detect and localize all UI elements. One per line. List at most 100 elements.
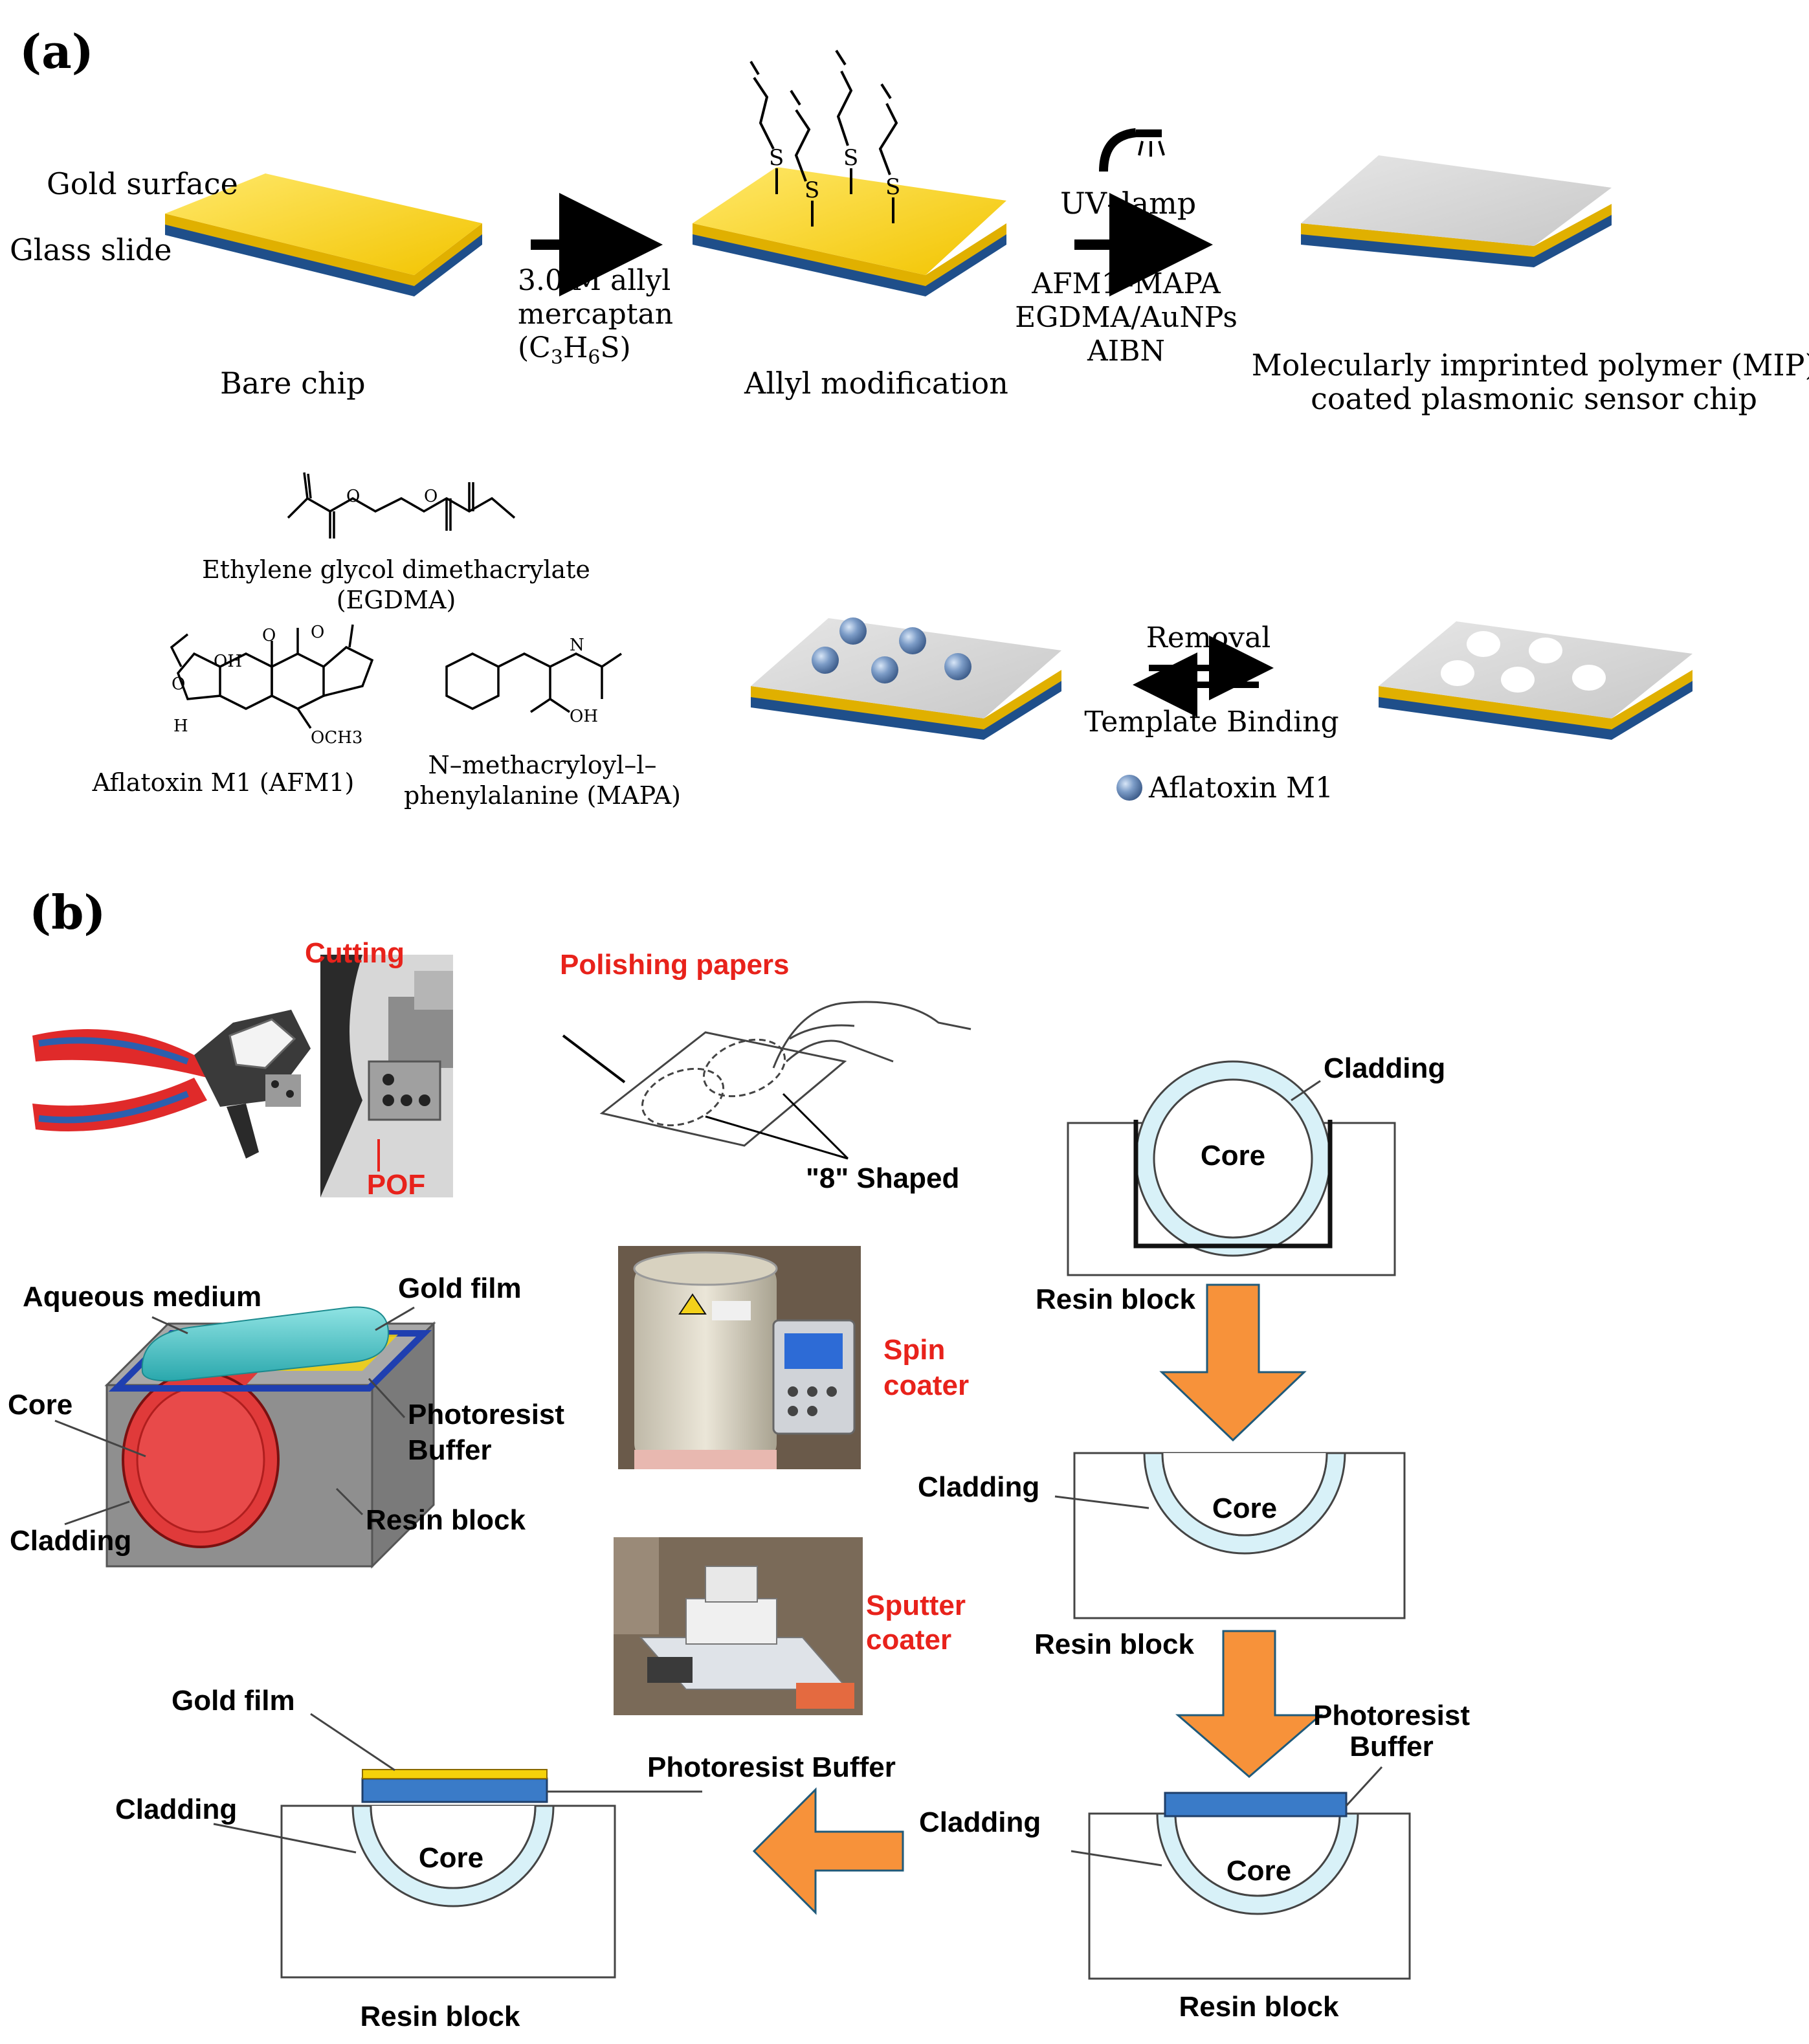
core-label-3: Core: [1226, 1855, 1291, 1887]
egdma-name-label: Ethylene glycol dimethacrylate: [202, 555, 590, 584]
cladding-pointer-3: [1071, 1850, 1162, 1867]
fiber-core: [370, 1805, 537, 1889]
mapa-oh-atom: OH: [570, 707, 598, 726]
sputter-coater-photo: [614, 1537, 863, 1715]
photoresist-label-3d: Photoresist: [408, 1399, 564, 1430]
gold-film-label: Gold film: [398, 1272, 522, 1304]
sulfur-atom-2: S: [805, 177, 819, 203]
spin-coater-photo: [618, 1246, 861, 1469]
glass-layer: [751, 680, 1061, 740]
gold-film-pointer: [310, 1713, 395, 1772]
sensor-3d-block: [104, 1306, 436, 1569]
gold-layer-top: [165, 173, 482, 275]
gold-layer-top: [693, 167, 1006, 275]
mip-chip: [1301, 155, 1612, 267]
imprint-cavity: [1572, 665, 1606, 691]
mapa-line1: N–methacryloyl–l–: [428, 751, 657, 779]
cladding-pointer-1: [1291, 1080, 1321, 1102]
cladding-pointer-3d: [64, 1500, 130, 1526]
fiber-core-end: [136, 1386, 265, 1533]
cross-section-2: [1073, 1452, 1406, 1619]
resin-block-label-3d: Resin block: [366, 1504, 526, 1536]
fiber-core: [1161, 1452, 1328, 1537]
mip-line1: Molecularly imprinted polymer (MIP): [1252, 348, 1809, 383]
afm1-legend-label: Aflatoxin M1: [1148, 772, 1333, 805]
mapa-n-atom: N: [570, 636, 584, 655]
buffer-pointer-3: [1345, 1766, 1383, 1807]
fiber-core: [1153, 1078, 1313, 1239]
core-label-1: Core: [1201, 1140, 1265, 1172]
resin-block-label-1: Resin block: [1036, 1283, 1195, 1315]
spin-label: Spin: [883, 1334, 945, 1366]
core-pointer-3d: [54, 1419, 146, 1458]
panel-a-label: (a): [19, 24, 94, 79]
gold-film-pointer-3d: [375, 1306, 415, 1331]
afm1-oh-atom: OH: [214, 652, 242, 671]
gold-film-layer: [362, 1769, 548, 1779]
resin-block-label-3: Resin block: [1179, 1991, 1339, 2023]
resin-pointer-3d: [335, 1487, 364, 1516]
afm1-molecule: [899, 627, 926, 654]
allyl-modification-label: Allyl modification: [744, 366, 1008, 401]
cladding-label-1: Cladding: [1324, 1052, 1445, 1084]
template-binding-label: Template Binding: [1084, 705, 1338, 739]
imprint-cavity: [1529, 638, 1562, 663]
polishing-papers-label: Polishing papers: [560, 949, 790, 981]
polish-groove: [1133, 1120, 1333, 1249]
core-label-final: Core: [419, 1842, 483, 1874]
step1-line1: 3.0 M allyl: [518, 264, 671, 297]
aqueous-medium-label: Aqueous medium: [23, 1281, 261, 1313]
glass-layer: [1301, 214, 1612, 267]
step2-line2: EGDMA/AuNPs: [1015, 301, 1237, 334]
resin-block-label-final: Resin block: [361, 2001, 520, 2032]
glass-layer: [1379, 680, 1692, 740]
fiber-core: [1174, 1813, 1341, 1897]
afm1-molecule: [812, 647, 839, 674]
polishing-papers-drawing: [562, 1001, 971, 1160]
cladding-label-final: Cladding: [115, 1794, 237, 1825]
afm1-o-atom-3: O: [172, 674, 185, 694]
imprint-cavity: [1441, 660, 1474, 686]
afm1-o-atom-1: O: [262, 626, 276, 645]
cutting-label: Cutting: [305, 937, 405, 969]
step1-formula: (C3H6S): [518, 331, 631, 369]
imprint-cavity: [1501, 667, 1535, 693]
eight-shaped-label: "8" Shaped: [806, 1162, 959, 1194]
cross-section-3: [1088, 1792, 1411, 1980]
cutting-pliers-icon: [32, 1010, 311, 1159]
mapa-structure: [445, 652, 622, 713]
process-arrow-down-2: [1175, 1630, 1324, 1778]
mapa-line2: phenylalanine (MAPA): [404, 781, 681, 810]
egdma-structure: [287, 472, 516, 539]
afm1-label: Aflatoxin M1 (AFM1): [92, 768, 355, 797]
allyl-chains: [749, 49, 898, 227]
cross-section-final: [280, 1769, 616, 1979]
template-chip: [751, 617, 1061, 740]
buffer-pointer-3d: [368, 1377, 406, 1419]
resin-block-label-2: Resin block: [1034, 1628, 1194, 1660]
photoresist-label-3: Photoresist: [1313, 1700, 1470, 1731]
panel-b-label: (b): [29, 885, 105, 940]
polymer-layer: [1379, 621, 1692, 718]
gold-film-label-final: Gold film: [172, 1685, 295, 1716]
sulfur-atom-4: S: [885, 174, 900, 200]
cladding-label-2: Cladding: [918, 1471, 1039, 1503]
aqueous-pointer: [151, 1316, 188, 1335]
allyl-chip: [693, 167, 1006, 296]
panel-b: (b) Cutting POF: [8, 885, 1470, 2032]
sulfur-atom-3: S: [843, 145, 858, 171]
bare-chip-label: Bare chip: [220, 366, 366, 401]
aqueous-medium-drop: [141, 1306, 390, 1382]
afm1-legend-icon: [1116, 775, 1142, 801]
afm1-molecule: [839, 617, 867, 645]
photoresist-buffer-layer: [1164, 1792, 1348, 1817]
mip-line2: coated plasmonic sensor chip: [1311, 381, 1757, 416]
gold-layer-edge: [751, 670, 1061, 729]
cutter-closeup-photo: [320, 955, 453, 1197]
cladding-label-3: Cladding: [919, 1806, 1041, 1838]
cross-section-1: [1067, 1060, 1396, 1276]
step2-line3: AIBN: [1087, 335, 1165, 368]
process-arrow-down-1: [1159, 1283, 1307, 1442]
uv-lamp-label: UV–lamp: [1060, 186, 1196, 221]
